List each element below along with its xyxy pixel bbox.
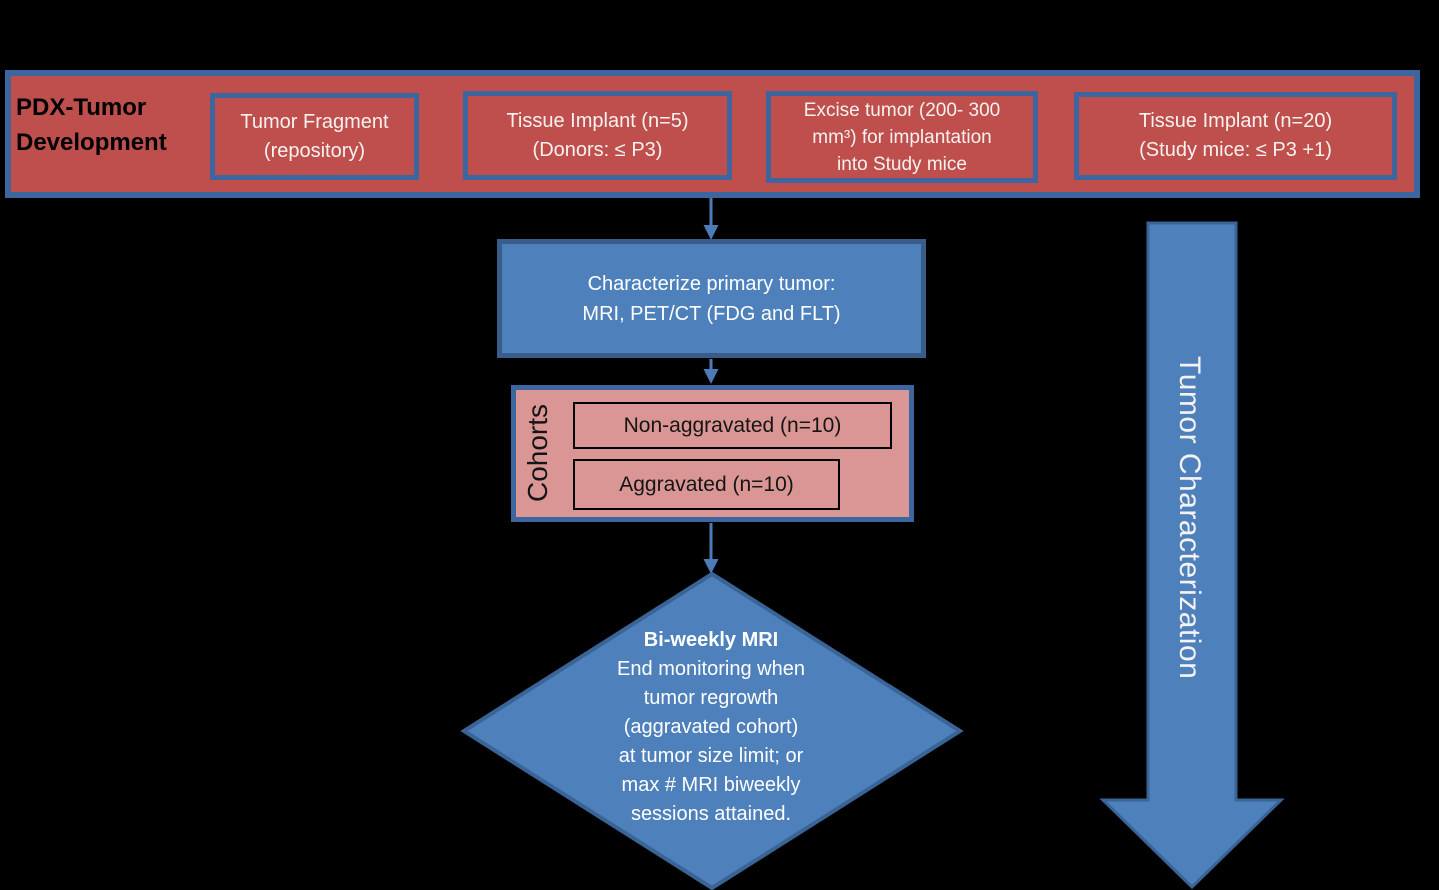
lane-title-line1: PDX-Tumor bbox=[16, 94, 147, 121]
characterize-line1: Characterize primary tumor: bbox=[587, 272, 836, 295]
decision-line6: sessions attained. bbox=[630, 803, 792, 825]
tumor-fragment-box: Tumor Fragment (repository) bbox=[210, 93, 419, 180]
cohort-aggravated-box: Aggravated (n=10) bbox=[573, 459, 840, 510]
lane-title: PDX-Tumor Development bbox=[16, 90, 167, 160]
decision-line4: at tumor size limit; or bbox=[618, 745, 804, 767]
decision-diamond-text: Bi-weekly MRI End monitoring when tumor … bbox=[521, 626, 901, 829]
cohort-non-aggravated-label: Non-aggravated (n=10) bbox=[623, 413, 842, 437]
cohort-aggravated-label: Aggravated (n=10) bbox=[619, 472, 794, 496]
tissue-implant-n20-line2: (Study mice: ≤ P3 +1) bbox=[1139, 139, 1332, 161]
excise-tumor-line2: mm³) for implantation bbox=[812, 126, 992, 148]
characterize-line2: MRI, PET/CT (FDG and FLT) bbox=[582, 302, 841, 325]
tumor-fragment-line1: Tumor Fragment bbox=[240, 110, 389, 133]
cohorts-label: Cohorts bbox=[522, 403, 553, 503]
excise-tumor-line1: Excise tumor (200- 300 bbox=[803, 99, 1001, 121]
tissue-implant-n5-line1: Tissue Implant (n=5) bbox=[506, 109, 689, 132]
cohort-non-aggravated-box: Non-aggravated (n=10) bbox=[573, 402, 892, 449]
tumor-fragment-line2: (repository) bbox=[263, 139, 366, 162]
tumor-characterization-arrow-label: Tumor Characterization bbox=[1173, 356, 1206, 680]
tissue-implant-n5-line2: (Donors: ≤ P3) bbox=[532, 138, 663, 161]
decision-line1: End monitoring when bbox=[617, 658, 805, 680]
characterize-primary-tumor-box: Characterize primary tumor: MRI, PET/CT … bbox=[497, 239, 926, 358]
excise-tumor-box: Excise tumor (200- 300 mm³) for implanta… bbox=[766, 91, 1038, 183]
decision-line3: (aggravated cohort) bbox=[623, 716, 799, 738]
tissue-implant-n20-box: Tissue Implant (n=20) (Study mice: ≤ P3 … bbox=[1074, 92, 1397, 180]
decision-title: Bi-weekly MRI bbox=[643, 629, 779, 651]
excise-tumor-line3: into Study mice bbox=[837, 153, 967, 175]
decision-line5: max # MRI biweekly bbox=[621, 774, 801, 796]
tissue-implant-n5-box: Tissue Implant (n=5) (Donors: ≤ P3) bbox=[463, 91, 732, 180]
decision-line2: tumor regrowth bbox=[643, 687, 779, 709]
tissue-implant-n20-line1: Tissue Implant (n=20) bbox=[1138, 110, 1333, 132]
lane-title-line2: Development bbox=[16, 129, 167, 156]
